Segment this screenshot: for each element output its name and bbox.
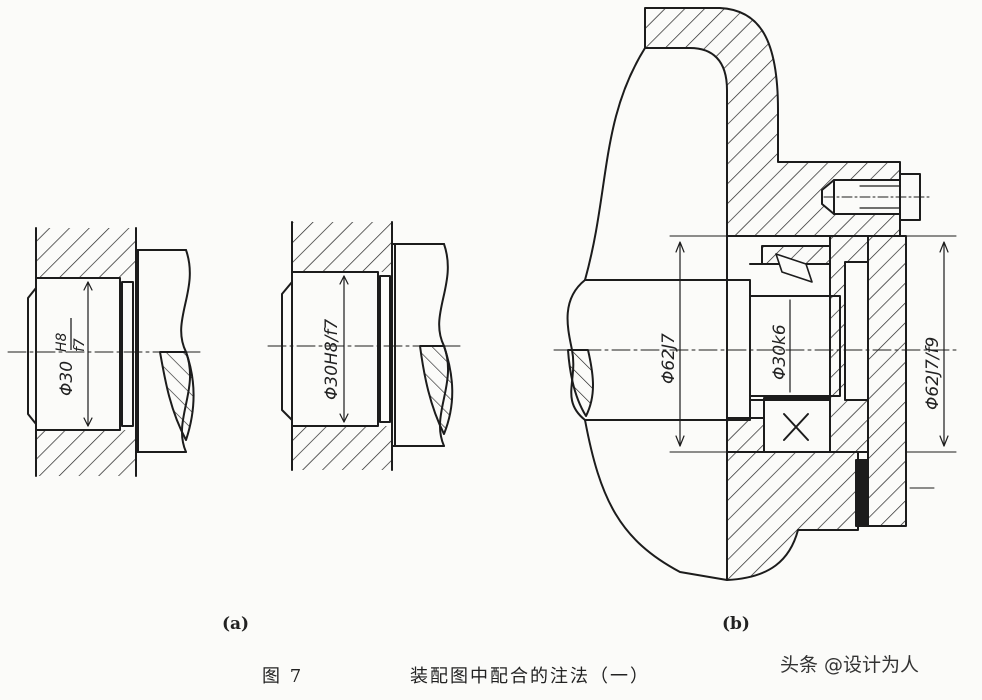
subfigure-label-b: (b) (722, 614, 750, 634)
fit-drawing-a2 (267, 221, 463, 471)
fit-label-b2: Φ30k6 (770, 324, 790, 380)
watermark: 头条 @设计为人 (780, 654, 920, 676)
figure-caption: 装配图中配合的注法（一） (410, 666, 650, 687)
subfigure-label-a: (a) (222, 614, 250, 634)
fit-label-a1-shaft: f7 (72, 338, 88, 352)
fit-label-a1-base: Φ30 (57, 361, 77, 396)
bearing-assembly-drawing-b (553, 7, 961, 581)
fit-label-a1-hole: H8 (54, 332, 70, 352)
figure-number: 图 7 (262, 666, 304, 687)
fit-drawing-a1 (7, 227, 203, 477)
fit-label-a2: Φ30H8/f7 (322, 319, 342, 400)
fit-label-b1: Φ62J7 (659, 333, 679, 384)
fit-label-b3: Φ62J7/f9 (923, 337, 943, 410)
